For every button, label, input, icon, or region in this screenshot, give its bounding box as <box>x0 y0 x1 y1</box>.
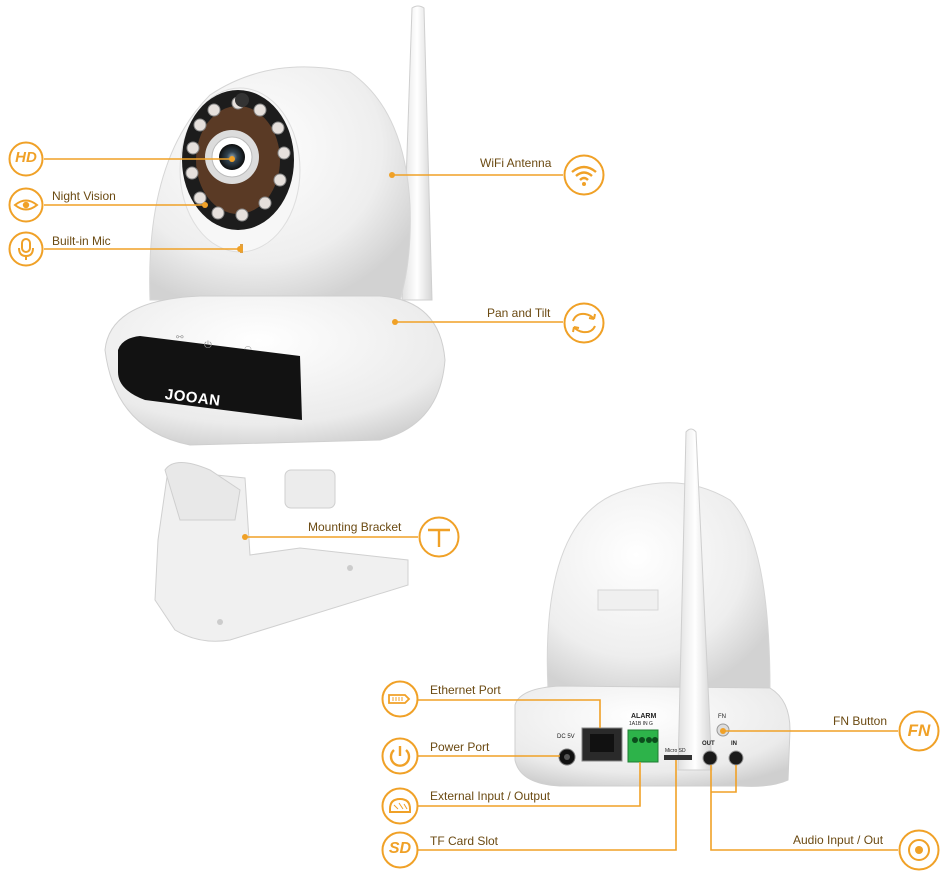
hd-icon: HD <box>8 141 44 177</box>
fn-icon: FN <box>898 710 940 752</box>
audio-out-jack <box>702 750 718 766</box>
front-mounting-bracket <box>154 462 409 642</box>
hd-icon-text: HD <box>15 149 37 166</box>
ethernet-port-label: Ethernet Port <box>430 683 501 697</box>
micro-sd-label: Micro SD <box>665 748 686 754</box>
power-icon <box>381 737 419 780</box>
line-external-io <box>418 762 641 807</box>
pan-tilt-label: Pan and Tilt <box>487 306 551 320</box>
in-label: IN <box>731 741 737 747</box>
microphone-icon <box>8 231 44 272</box>
svg-text:◠: ◠ <box>244 345 252 355</box>
power-port-label: Power Port <box>430 740 490 754</box>
line-audio <box>710 765 898 851</box>
fn-button-label: FN Button <box>833 714 888 728</box>
audio-jack-icon <box>898 829 940 876</box>
wifi-icon <box>563 154 605 201</box>
night-vision-label: Night Vision <box>52 189 116 203</box>
external-io-label: External Input / Output <box>430 789 551 803</box>
alarm-sub-label: 1A1B IN G <box>629 721 653 727</box>
out-label: OUT <box>702 741 715 747</box>
bracket-icon <box>418 516 460 563</box>
line-tf-card <box>418 760 677 851</box>
svg-text:⚯: ⚯ <box>176 333 184 343</box>
fn-icon-text: FN <box>907 721 931 740</box>
tf-card-label: TF Card Slot <box>430 834 499 848</box>
sd-icon: SD <box>381 831 419 869</box>
front-camera: ⚯ ⏻ ◠ <box>104 5 446 642</box>
audio-label: Audio Input / Out <box>793 833 884 847</box>
dc-label: DC 5V <box>557 734 575 740</box>
back-antenna <box>677 428 713 771</box>
mounting-bracket-label: Mounting Bracket <box>308 520 402 534</box>
wifi-antenna-label: WiFi Antenna <box>480 156 552 170</box>
back-camera-head <box>546 482 771 691</box>
alarm-bell-icon <box>381 787 419 830</box>
rotate-arrows-icon <box>563 302 605 349</box>
fn-printed-label: FN <box>718 714 726 720</box>
front-logo-band <box>118 336 302 420</box>
line-ethernet <box>418 699 601 728</box>
ethernet-cable-icon <box>381 680 419 723</box>
alarm-label: ALARM <box>631 713 657 720</box>
back-camera <box>514 428 791 787</box>
audio-in-jack <box>728 750 744 766</box>
callout-lines <box>44 158 898 851</box>
sd-icon-text: SD <box>388 840 412 857</box>
built-in-mic-label: Built-in Mic <box>52 234 111 248</box>
micro-sd-slot <box>664 755 692 760</box>
eye-icon <box>8 187 44 228</box>
svg-text:⏻: ⏻ <box>204 340 212 351</box>
alarm-terminal <box>627 729 659 763</box>
